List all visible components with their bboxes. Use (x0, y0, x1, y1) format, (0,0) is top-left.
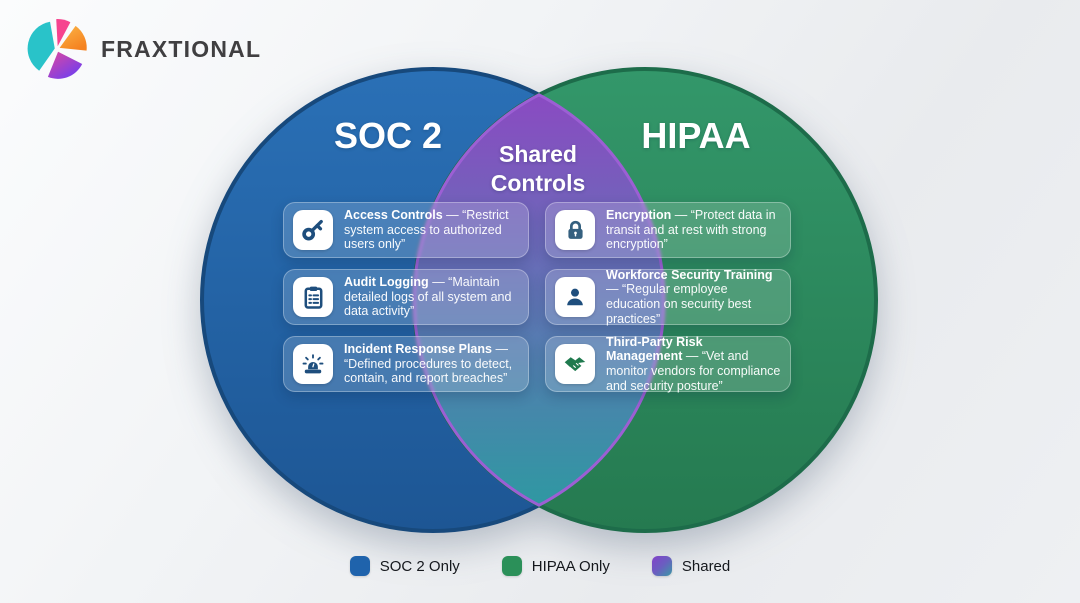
clipboard-checklist-icon (293, 277, 333, 317)
legend: SOC 2 Only HIPAA Only Shared (0, 556, 1080, 576)
control-card-incident-response: Incident Response Plans — “Defined proce… (283, 336, 529, 392)
soc2-only-swatch (349, 556, 370, 576)
control-card-text: Audit Logging — “Maintain detailed logs … (344, 274, 512, 319)
key-icon (293, 210, 333, 250)
control-card-third-party-risk: Third-Party Risk Management — “Vet and m… (545, 334, 791, 393)
control-card-access-controls: Access Controls — “Restrict system acces… (283, 202, 529, 258)
legend-item-hipaa-only: HIPAA Only (501, 556, 610, 576)
legend-item-soc2-only: SOC 2 Only (349, 556, 460, 576)
control-card-text: Access Controls — “Restrict system acces… (344, 207, 509, 252)
control-card-text: Workforce Security Training — “Regular e… (606, 267, 773, 326)
legend-item-shared: Shared (651, 556, 731, 576)
legend-label: HIPAA Only (531, 557, 610, 575)
hipaa-label: HIPAA (641, 115, 751, 156)
shared-controls-label: Shared Controls (490, 141, 586, 196)
siren-icon (293, 344, 333, 384)
control-card-workforce-training: Workforce Security Training — “Regular e… (545, 267, 791, 326)
brand-name: FRAXTIONAL (101, 35, 262, 62)
shared-swatch (651, 556, 672, 576)
legend-label: Shared (681, 557, 731, 575)
pie-segments-logo-icon (27, 19, 87, 79)
control-card-text: Third-Party Risk Management — “Vet and m… (606, 334, 781, 393)
control-card-text: Incident Response Plans — “Defined proce… (344, 341, 513, 386)
control-card-audit-logging: Audit Logging — “Maintain detailed logs … (283, 269, 529, 325)
control-card-text: Encryption — “Protect data in transit an… (606, 207, 776, 252)
person-icon (555, 277, 595, 317)
control-card-encryption: Encryption — “Protect data in transit an… (545, 202, 791, 258)
handshake-icon (555, 344, 595, 384)
legend-label: SOC 2 Only (379, 557, 460, 575)
hipaa-only-swatch (501, 556, 522, 576)
lock-icon (555, 210, 595, 250)
soc2-label: SOC 2 (333, 115, 443, 156)
brand-logo: FRAXTIONAL (26, 18, 261, 80)
